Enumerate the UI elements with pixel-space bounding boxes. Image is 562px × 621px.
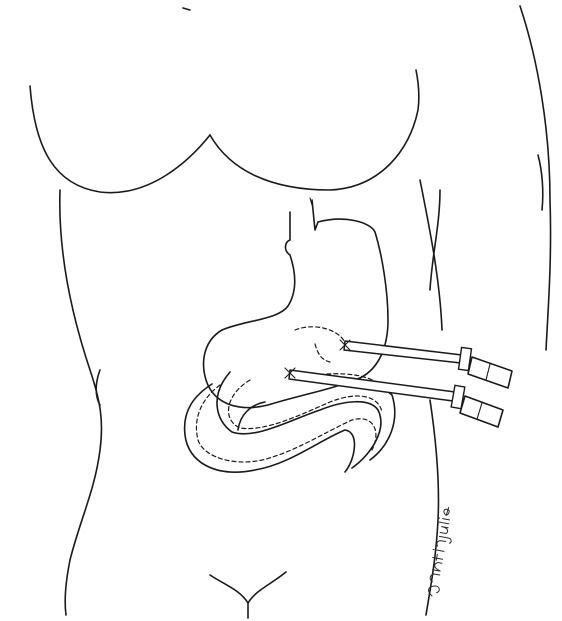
lower-tube-connector bbox=[460, 396, 503, 427]
lower-tube-shaft bbox=[289, 370, 455, 401]
right-flank-upper bbox=[420, 180, 442, 330]
torso-outline bbox=[30, 6, 551, 618]
drain-path-gastric bbox=[295, 327, 345, 343]
right-flank-lower bbox=[426, 400, 439, 615]
neck-mark bbox=[183, 8, 190, 10]
upper-tube-shaft bbox=[344, 341, 462, 363]
groin-line bbox=[210, 572, 286, 603]
left-hip-crease bbox=[96, 370, 100, 405]
left-chest-contour bbox=[30, 86, 210, 193]
right-shoulder-contour bbox=[520, 6, 551, 350]
right-arm-edge bbox=[538, 155, 543, 210]
upper-tube-connector bbox=[468, 357, 512, 388]
artist-signature bbox=[425, 506, 457, 597]
left-flank bbox=[60, 190, 102, 615]
right-chest-contour bbox=[210, 70, 419, 190]
bowel-outer-left bbox=[185, 384, 355, 472]
drain-path-gastric-tail bbox=[315, 344, 330, 362]
